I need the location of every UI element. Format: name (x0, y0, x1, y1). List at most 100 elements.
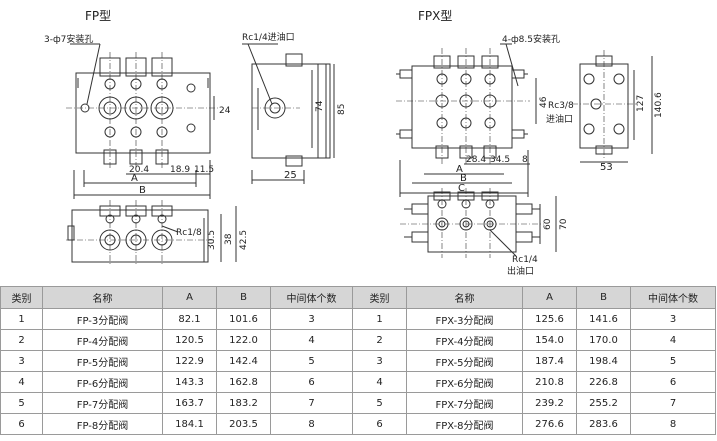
header-a: A (162, 286, 217, 309)
fpx-dim-34-5: 34.5 (490, 155, 510, 165)
table-cell: FPX-6分配阀 (406, 371, 523, 393)
table-cell: 101.6 (216, 308, 271, 330)
fpx-side-view (572, 50, 653, 163)
fp-dim-A: A (131, 173, 138, 184)
fp-dim-20-4: 20.4 (129, 165, 149, 175)
table-cell: FPX-8分配阀 (406, 413, 523, 435)
spec-table: 类别 名称 A B 中间体个数 类别 名称 A B 中间体个数 1 FP-3分配… (0, 286, 716, 435)
table-cell: FP-8分配阀 (42, 413, 163, 435)
header-name: 名称 (42, 286, 163, 309)
fp-dim-11-5: 11.5 (194, 165, 214, 175)
table-cell: FP-4分配阀 (42, 329, 163, 351)
table-cell: 5 (630, 350, 716, 372)
table-cell: 4 (630, 329, 716, 351)
table-cell: 255.2 (576, 392, 631, 414)
table-cell: 122.0 (216, 329, 271, 351)
header-a-fpx: A (522, 286, 577, 309)
table-cell: 198.4 (576, 350, 631, 372)
table-cell: 6 (270, 371, 353, 393)
fp-side-view (242, 43, 335, 184)
table-cell: FP-3分配阀 (42, 308, 163, 330)
technical-drawing: FP型 3-ф7安装孔 (44, 9, 664, 277)
table-cell: 122.9 (162, 350, 217, 372)
table-row: 4 FP-6分配阀 143.3 162.8 6 4 FPX-6分配阀 210.8… (0, 371, 716, 393)
table-cell: FP-6分配阀 (42, 371, 163, 393)
header-category: 类别 (0, 286, 43, 309)
fp-dim-25: 25 (284, 170, 297, 181)
table-cell: 239.2 (522, 392, 577, 414)
fp-dim-42-5: 42.5 (239, 230, 249, 250)
table-cell: 82.1 (162, 308, 217, 330)
table-cell: 3 (0, 350, 43, 372)
table-cell: 4 (270, 329, 353, 351)
header-count: 中间体个数 (270, 286, 353, 309)
table-header-row: 类别 名称 A B 中间体个数 类别 名称 A B 中间体个数 (0, 286, 716, 309)
table-cell: 154.0 (522, 329, 577, 351)
fp-inlet-label: Rc1/4进油口 (242, 31, 295, 43)
fp-bottom-view (66, 200, 237, 266)
table-cell: 183.2 (216, 392, 271, 414)
table-cell: FP-5分配阀 (42, 350, 163, 372)
table-cell: 170.0 (576, 329, 631, 351)
table-cell: 3 (270, 308, 353, 330)
table-cell: 3 (630, 308, 716, 330)
table-cell: 7 (270, 392, 353, 414)
table-row: 3 FP-5分配阀 122.9 142.4 5 3 FPX-5分配阀 187.4… (0, 350, 716, 372)
table-cell: 143.3 (162, 371, 217, 393)
table-cell: 226.8 (576, 371, 631, 393)
header-b: B (216, 286, 271, 309)
table-cell: 162.8 (216, 371, 271, 393)
table-cell: 120.5 (162, 329, 217, 351)
fpx-dim-A: A (456, 164, 463, 175)
fp-dim-24: 24 (219, 106, 231, 116)
fpx-front-view (396, 43, 537, 197)
table-cell: 8 (630, 413, 716, 435)
fp-title: FP型 (85, 9, 111, 23)
table-cell: 141.6 (576, 308, 631, 330)
header-count-fpx: 中间体个数 (630, 286, 716, 309)
table-cell: FPX-4分配阀 (406, 329, 523, 351)
table-cell: 203.5 (216, 413, 271, 435)
table-cell: 210.8 (522, 371, 577, 393)
fp-dim-38: 38 (224, 233, 234, 245)
table-cell: FPX-3分配阀 (406, 308, 523, 330)
fpx-outlet-label-2: 出油口 (507, 265, 534, 277)
table-cell: 4 (0, 371, 43, 393)
fpx-dim-127: 127 (636, 95, 646, 112)
fpx-inlet-label-2: 进油口 (546, 113, 573, 125)
fp-dim-B: B (139, 185, 146, 196)
fp-front-view (66, 43, 218, 199)
fpx-bottom-view (400, 188, 557, 258)
header-name-fpx: 名称 (406, 286, 523, 309)
table-cell: 2 (0, 329, 43, 351)
table-cell: FPX-7分配阀 (406, 392, 523, 414)
table-cell: 8 (270, 413, 353, 435)
table-cell: 3 (352, 350, 407, 372)
table-cell: 1 (0, 308, 43, 330)
fpx-dim-140-6: 140.6 (654, 92, 664, 118)
table-cell: 5 (352, 392, 407, 414)
table-cell: 7 (630, 392, 716, 414)
table-cell: 2 (352, 329, 407, 351)
table-cell: 142.4 (216, 350, 271, 372)
table-cell: FPX-5分配阀 (406, 350, 523, 372)
fp-mount-hole-label: 3-ф7安装孔 (44, 33, 93, 45)
fpx-dim-53: 53 (600, 162, 613, 173)
header-category-fpx: 类别 (352, 286, 407, 309)
table-cell: 4 (352, 371, 407, 393)
fpx-inlet-label-1: Rc3/8 (548, 101, 574, 111)
table-cell: 6 (630, 371, 716, 393)
fpx-outlet-label-1: Rc1/4 (512, 255, 538, 265)
fpx-dim-46: 46 (539, 96, 549, 108)
table-cell: 283.6 (576, 413, 631, 435)
spec-table-wrapper: 类别 名称 A B 中间体个数 类别 名称 A B 中间体个数 1 FP-3分配… (0, 286, 717, 435)
table-cell: 276.6 (522, 413, 577, 435)
header-b-fpx: B (576, 286, 631, 309)
table-cell: 184.1 (162, 413, 217, 435)
fp-dim-30-5: 30.5 (207, 230, 217, 250)
table-cell: 6 (352, 413, 407, 435)
fpx-dim-60: 60 (543, 218, 553, 230)
table-cell: 6 (0, 413, 43, 435)
fpx-dim-28-4: 28.4 (466, 155, 486, 165)
fp-dim-74: 74 (315, 100, 325, 112)
